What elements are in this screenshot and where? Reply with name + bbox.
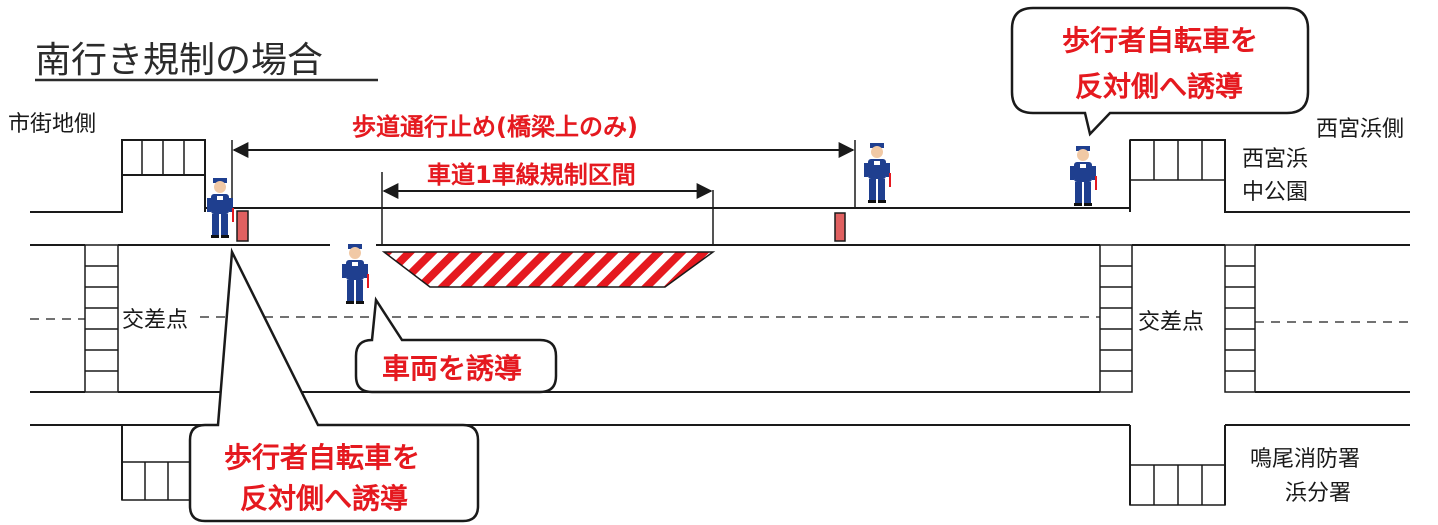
intersection-right-label: 交差点 (1138, 310, 1204, 335)
callout-top-right-line1: 歩行者自転車を (1062, 24, 1258, 57)
right-crosswalk-a (1099, 244, 1133, 393)
right-crosswalk-b (1224, 244, 1256, 393)
nishinomiya-hama-side-label: 西宮浜側 (1316, 117, 1404, 142)
barricade-icon (834, 212, 846, 242)
callout-bottom-left-line1: 歩行者自転車を (224, 441, 420, 474)
lower-right-sidewalk (1129, 425, 1226, 506)
callout-bottom-left-line2: 反対側へ誘導 (240, 482, 408, 515)
lane-restriction-label: 車道1車線規制区間 (427, 161, 636, 189)
callout-top-right-line2: 反対側へ誘導 (1075, 70, 1243, 103)
callout-vehicle: 車両を誘導 (354, 296, 558, 394)
callout-vehicle-text: 車両を誘導 (382, 352, 522, 385)
park-label-line2: 中公園 (1242, 180, 1308, 205)
upper-right-sidewalk (1129, 139, 1410, 213)
guard-officer-icon (207, 178, 234, 238)
barricade-icon (236, 210, 249, 242)
lower-left-sidewalk (121, 425, 193, 501)
guard-officer-icon (1070, 146, 1097, 206)
intersection-left-label: 交差点 (122, 308, 188, 333)
callout-pedestrian-top-right: 歩行者自転車を 反対側へ誘導 (1010, 6, 1310, 137)
page-title: 南行き規制の場合 (35, 40, 323, 81)
callout-pedestrian-bottom-left: 歩行者自転車を 反対側へ誘導 (188, 247, 480, 523)
park-label-line1: 西宮浜 (1242, 147, 1308, 172)
left-crosswalk (84, 244, 119, 393)
fire-station-label-line2: 浜分署 (1285, 481, 1351, 506)
hatched-restriction-zone (381, 251, 716, 288)
guard-officer-icon (864, 143, 891, 203)
fire-station-label-line1: 鳴尾消防署 (1250, 447, 1360, 472)
city-side-label: 市街地側 (8, 112, 96, 137)
guard-officer-icon (342, 244, 369, 304)
upper-left-sidewalk (30, 139, 206, 213)
sidewalk-closed-label: 歩道通行止め(橋梁上のみ) (352, 113, 638, 141)
